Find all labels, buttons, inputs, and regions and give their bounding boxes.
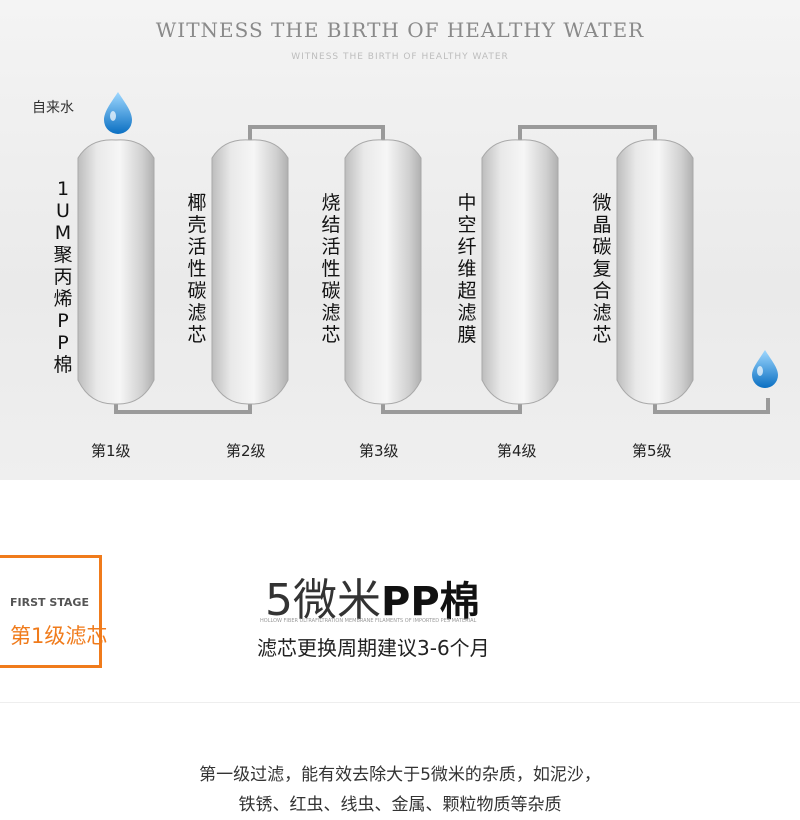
stage-label-1: 第1级 (91, 442, 131, 460)
wave-divider (0, 482, 800, 510)
water-drop-icon (104, 92, 132, 134)
filter-label-3: 烧结活性碳滤芯 (321, 192, 341, 346)
pipe-4-5 (518, 125, 657, 145)
description-line-1: 第一级过滤，能有效去除大于5微米的杂质，如泥沙， (199, 765, 601, 785)
filter-cartridge-3 (344, 139, 422, 405)
filter-cartridge-5 (616, 139, 694, 405)
filter-cartridge-1 (77, 139, 155, 405)
pipe-3-4 (381, 400, 522, 414)
stage-box-frame (0, 555, 102, 668)
filter-cartridge-4 (481, 139, 559, 405)
page-subheadline: WITNESS THE BIRTH OF HEALTHY WATER (291, 52, 509, 62)
filter-label-4: 中空纤维超滤膜 (457, 192, 477, 346)
filter-description: 第一级过滤，能有效去除大于5微米的杂质，如泥沙， 铁锈、红虫、线虫、金属、颗粒物… (0, 760, 800, 820)
product-tagline: HOLLOW FIBER ULTRAFILTRATION MEMBRANE FI… (260, 618, 477, 624)
description-line-2: 铁锈、红虫、线虫、金属、颗粒物质等杂质 (238, 795, 562, 815)
filter-diagram (77, 92, 778, 414)
stage-label-3: 第3级 (359, 442, 399, 460)
tap-water-label: 自来水 (32, 100, 74, 116)
stage-chinese-title: 第1级滤芯 (10, 624, 108, 648)
pipe-2-3 (248, 125, 385, 145)
water-drop-output-icon (752, 350, 778, 388)
filter-label-5: 微晶碳复合滤芯 (592, 192, 612, 346)
stage-english-title: FIRST STAGE (10, 596, 89, 609)
pipe-lines (114, 125, 770, 414)
page-headline: WITNESS THE BIRTH OF HEALTHY WATER (155, 18, 645, 42)
stage-label-4: 第4级 (497, 442, 537, 460)
product-name-bold: PP棉 (381, 579, 480, 625)
stage-label-5: 第5级 (632, 442, 672, 460)
section-divider (0, 702, 800, 703)
replacement-cycle: 滤芯更换周期建议3-6个月 (257, 636, 490, 660)
pipe-out (653, 398, 770, 414)
stage-label-2: 第2级 (226, 442, 266, 460)
filter-label-2: 椰壳活性碳滤芯 (187, 192, 207, 346)
stage-section (0, 505, 800, 710)
filter-label-1: 1UM聚丙烯PP棉 (53, 178, 73, 376)
filter-cartridge-2 (211, 139, 289, 405)
product-name-prefix: 5微米 (265, 575, 381, 626)
pipe-1-2 (114, 400, 252, 414)
product-name: 5微米PP棉 (265, 564, 480, 626)
